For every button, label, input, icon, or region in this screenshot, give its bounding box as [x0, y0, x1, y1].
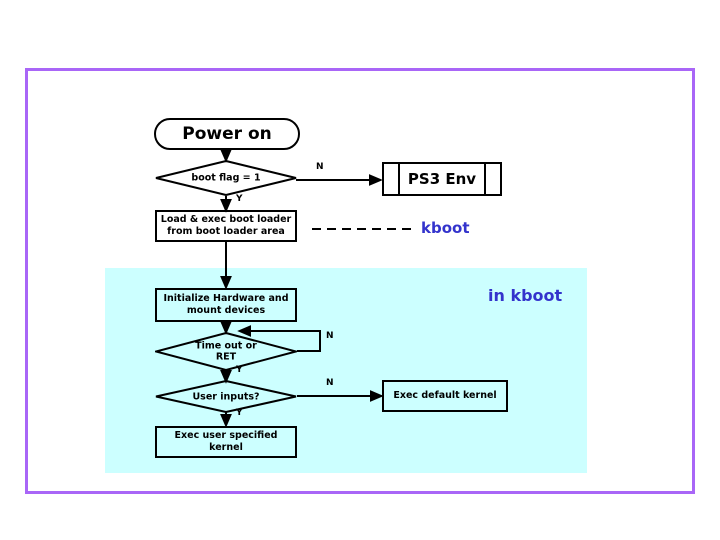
edge-label-boot-flag-no: N	[316, 162, 324, 172]
node-boot-flag-decision[interactable]: boot flag = 1	[155, 160, 297, 196]
edge-label-user-inputs-no: N	[326, 378, 334, 388]
edge-label-timeout-no: N	[326, 331, 334, 341]
node-exec-user-kernel-label: Exec user specified kernel	[174, 430, 278, 453]
node-exec-default-kernel-label: Exec default kernel	[393, 390, 497, 402]
node-ps3-env-label: PS3 Env	[407, 170, 477, 188]
node-initialize-hardware[interactable]: Initialize Hardware and mount devices	[155, 288, 297, 322]
node-timeout-or-ret-decision[interactable]: Time out or RET	[155, 332, 297, 371]
node-initialize-hardware-line1: Initialize Hardware and	[163, 293, 289, 305]
node-load-exec-line1: Load & exec boot loader	[160, 214, 292, 226]
node-exec-user-specified-kernel[interactable]: Exec user specified kernel	[155, 426, 297, 458]
node-load-exec-boot-loader[interactable]: Load & exec boot loader from boot loader…	[155, 210, 297, 242]
node-power-on[interactable]: Power on	[154, 118, 300, 150]
annotation-kboot: kboot	[421, 219, 470, 237]
node-ps3-env[interactable]: PS3 Env	[382, 162, 502, 196]
edge-label-timeout-yes: Y	[236, 365, 243, 375]
node-exec-default-kernel[interactable]: Exec default kernel	[382, 380, 508, 412]
node-load-exec-line2: from boot loader area	[167, 226, 285, 237]
annotation-in-kboot: in kboot	[488, 286, 563, 305]
node-initialize-hardware-line2: mount devices	[186, 305, 266, 316]
edge-label-boot-flag-yes: Y	[236, 194, 243, 204]
node-user-inputs-decision[interactable]: User inputs?	[155, 380, 297, 413]
kboot-region-highlight	[105, 268, 587, 473]
node-power-on-label: Power on	[182, 124, 272, 144]
slide-border	[25, 68, 695, 494]
edge-label-user-inputs-yes: Y	[236, 408, 243, 418]
